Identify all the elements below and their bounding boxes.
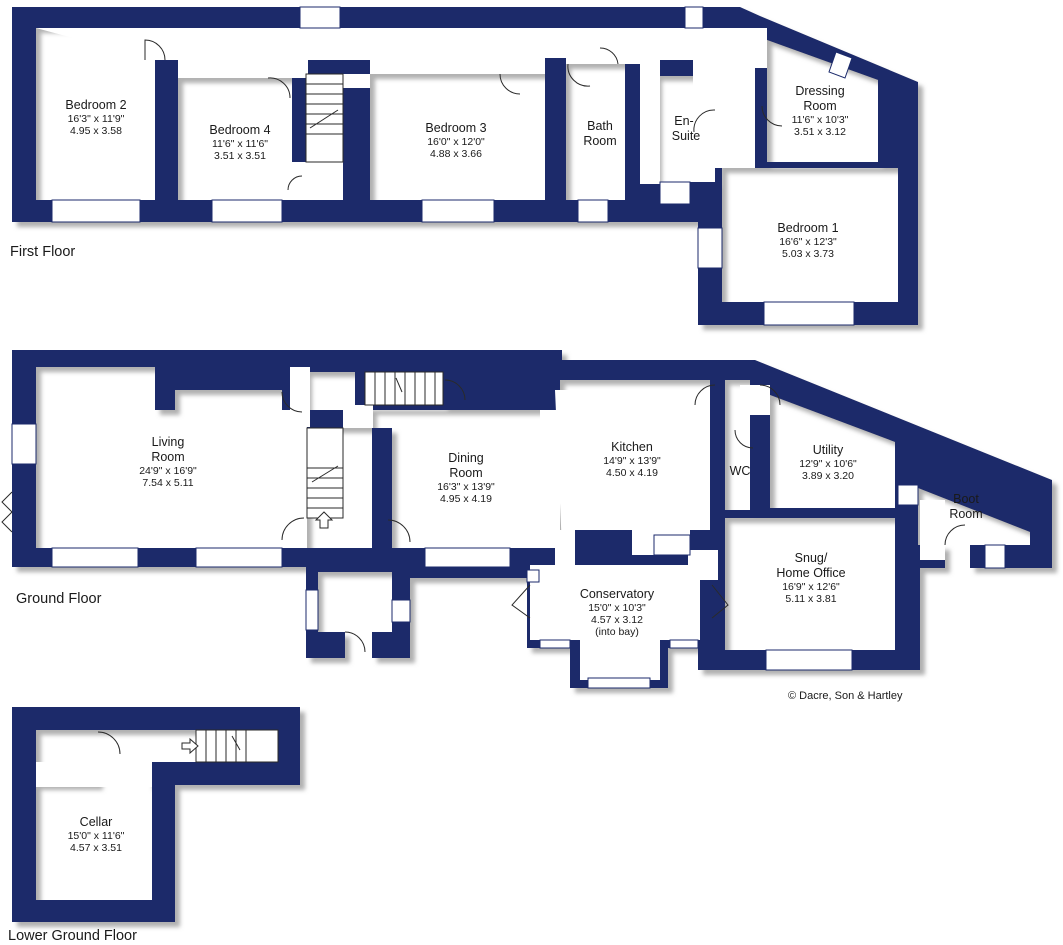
room-name: Conservatory — [580, 587, 655, 601]
room-name: Snug/ — [795, 551, 828, 565]
ground-floor-doors — [1, 379, 966, 653]
room-metric: 3.51 x 3.51 — [214, 150, 266, 162]
room-name: En- — [674, 114, 693, 128]
room-name: Room — [151, 450, 184, 464]
room-name: Suite — [672, 129, 701, 143]
copyright-credit: © Dacre, Son & Hartley — [788, 690, 903, 702]
room-imperial: 16'6" x 12'3" — [779, 236, 837, 248]
first-floor-stair — [305, 73, 344, 163]
room-imperial: 14'9" x 13'9" — [603, 455, 661, 467]
lower-ground-floor-walls — [12, 707, 300, 922]
first-floor-labels: Bedroom 2 16'3" x 11'9" 4.95 x 3.58 Bedr… — [10, 84, 849, 260]
first-floor-windows — [51, 6, 855, 326]
room-metric: 4.50 x 4.19 — [606, 467, 658, 479]
ground-floor-labels: Living Room 24'9" x 16'9" 7.54 x 5.11 Di… — [16, 435, 983, 702]
room-imperial: 12'9" x 10'6" — [799, 458, 857, 470]
room-note: (into bay) — [595, 626, 639, 638]
floor-title: First Floor — [10, 244, 75, 260]
room-imperial: 15'0" x 10'3" — [588, 602, 646, 614]
cellar-open-area — [36, 762, 152, 787]
first-floor-doors — [144, 39, 783, 191]
room-name: Cellar — [80, 815, 113, 829]
room-name: Room — [949, 507, 982, 521]
room-metric: 4.95 x 4.19 — [440, 493, 492, 505]
room-name: Bath — [587, 119, 613, 133]
room-metric: 4.88 x 3.66 — [430, 148, 482, 160]
ground-floor-open-areas — [282, 367, 945, 680]
lower-ground-floor-labels: Cellar 15'0" x 11'6" 4.57 x 3.51 Lower G… — [8, 815, 137, 944]
room-metric: 7.54 x 5.11 — [142, 477, 193, 489]
cellar-door — [97, 731, 121, 755]
room-name: Dressing — [795, 84, 844, 98]
room-name: Bedroom 1 — [777, 221, 838, 235]
room-imperial: 16'3" x 11'9" — [68, 113, 125, 125]
room-metric: 3.51 x 3.12 — [794, 126, 846, 138]
room-imperial: 11'6" x 10'3" — [792, 114, 849, 126]
room-metric: 3.89 x 3.20 — [802, 470, 854, 482]
room-metric: 4.57 x 3.51 — [70, 842, 122, 854]
room-imperial: 16'0" x 12'0" — [427, 136, 485, 148]
room-metric: 5.11 x 3.81 — [785, 593, 836, 605]
ground-floor-windows — [11, 423, 1006, 689]
room-imperial: 24'9" x 16'9" — [139, 465, 197, 477]
room-metric: 4.57 x 3.12 — [591, 614, 643, 626]
room-imperial: 11'6" x 11'6" — [212, 138, 268, 150]
room-metric: 4.95 x 3.58 — [70, 125, 122, 137]
room-name: Living — [152, 435, 185, 449]
cellar-stair — [181, 729, 279, 763]
room-name: Bedroom 4 — [209, 123, 270, 137]
first-floor-corridor — [36, 28, 767, 200]
room-name: Utility — [813, 443, 844, 457]
room-name: Room — [803, 99, 836, 113]
room-name: Room — [449, 466, 482, 480]
room-name: Bedroom 2 — [65, 98, 126, 112]
first-floor-plan: Bedroom 2 16'3" x 11'9" 4.95 x 3.58 Bedr… — [10, 6, 918, 326]
room-name: Room — [583, 134, 616, 148]
room-name: Kitchen — [611, 440, 653, 454]
room-name: Bedroom 3 — [425, 121, 486, 135]
room-imperial: 15'0" x 11'6" — [68, 830, 125, 842]
room-imperial: 16'9" x 12'6" — [782, 581, 840, 593]
floor-title: Ground Floor — [16, 591, 102, 607]
room-name: Boot — [953, 492, 979, 506]
floor-title: Lower Ground Floor — [8, 928, 137, 944]
ground-floor-plan: Living Room 24'9" x 16'9" 7.54 x 5.11 Di… — [1, 350, 1052, 702]
room-metric: 5.03 x 3.73 — [782, 248, 834, 260]
room-imperial: 16'3" x 13'9" — [437, 481, 495, 493]
lower-ground-floor-plan: Cellar 15'0" x 11'6" 4.57 x 3.51 Lower G… — [8, 707, 300, 944]
room-name: Dining — [448, 451, 483, 465]
room-name: WC — [730, 464, 751, 478]
room-name: Home Office — [776, 566, 845, 580]
ground-floor-stairs — [306, 371, 444, 529]
